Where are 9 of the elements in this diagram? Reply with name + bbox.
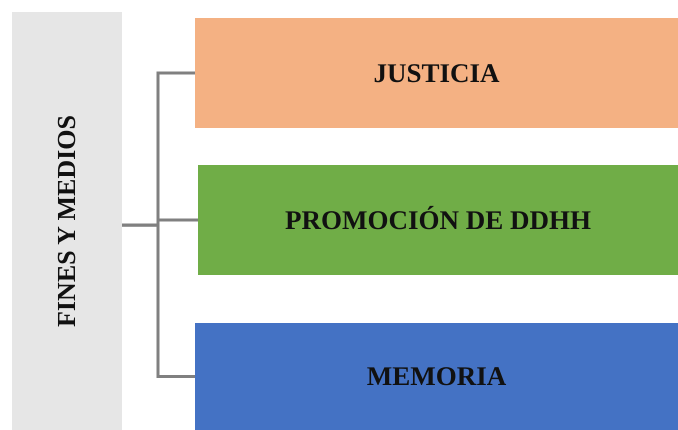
category-label: JUSTICIA: [373, 58, 500, 88]
category-label: MEMORIA: [366, 361, 506, 392]
category-box: [195, 18, 678, 128]
connector-line: [122, 224, 195, 378]
side-panel: [12, 12, 122, 430]
vertical-heading: FINES Y MEDIOS: [52, 115, 82, 327]
category-label: PROMOCIÓN DE DDHH: [285, 204, 591, 236]
category-box: [198, 165, 678, 275]
category-box: [195, 323, 678, 430]
